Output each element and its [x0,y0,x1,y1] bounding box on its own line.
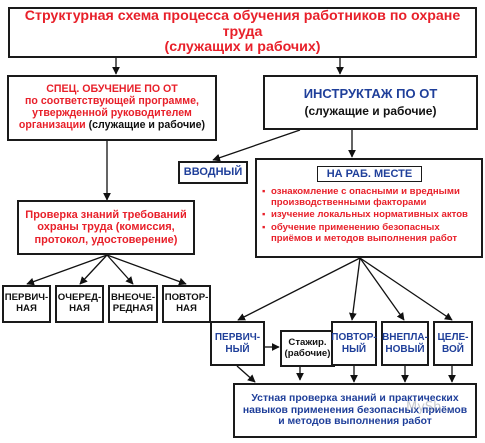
workplace-heading: НА РАБ. МЕСТЕ [316,166,423,182]
workplace-bullet: ознакомление с опасными и вредными произ… [262,186,477,208]
briefing-type-unscheduled: ВНЕПЛА- НОВЫЙ [381,321,429,366]
workplace-box: НА РАБ. МЕСТЕ ознакомление с опасными и … [255,158,483,258]
knowledge-check-line3: протокол, удостоверение) [34,233,178,246]
knowledge-check-line1: Проверка знаний требований [25,209,187,222]
internship-box: Стажир. (рабочие) [280,330,335,367]
special-training-workers: (служащие и рабочие) [85,118,206,131]
special-training-heading: СПЕЦ. ОБУЧЕНИЕ ПО ОТ [46,83,178,96]
special-training-line2: по соответствующей программе, [25,95,199,108]
workplace-bullet: обучение применению безопасных приёмов и… [262,222,477,244]
oral-check-line3: и методов выполнения работ [278,416,432,428]
briefing-type-repeated: ПОВТОР- НЫЙ [331,321,377,366]
oral-check-line1: Устная проверка знаний и практических [251,393,459,405]
knowledge-check-box: Проверка знаний требований охраны труда … [17,200,195,255]
check-type-extraordinary: ВНЕОЧЕ- РЕДНАЯ [108,285,158,323]
instruction-heading: ИНСТРУКТАЖ ПО ОТ [303,85,438,101]
diagram-title: Структурная схема процесса обучения рабо… [8,7,477,58]
check-type-repeated: ПОВТОР- НАЯ [162,285,211,323]
oral-check-box: Устная проверка знаний и практических на… [233,383,477,438]
diagram-title-line2: (служащих и рабочих) [164,39,321,56]
check-type-primary: ПЕРВИЧ- НАЯ [2,285,51,323]
instruction-box: ИНСТРУКТАЖ ПО ОТ (служащие и рабочие) [263,75,478,130]
knowledge-check-line2: охраны труда (комиссия, [37,221,175,234]
special-training-org: организации [18,118,86,131]
workplace-bullets: ознакомление с опасными и вредными произ… [262,186,477,245]
special-training-line3: утвержденной руководителем [32,107,192,119]
diagram-title-line1: Структурная схема процесса обучения рабо… [24,7,461,40]
oral-check-line2: навыков применения безопасных приёмов [242,404,468,416]
introductory-box: ВВОДНЫЙ [178,161,248,184]
check-type-regular: ОЧЕРЕД- НАЯ [55,285,104,323]
workplace-bullet: изучение локальных нормативных актов [262,210,477,221]
introductory-label: ВВОДНЫЙ [183,166,243,179]
watermark: MySh... [406,400,454,415]
instruction-subtitle: (служащие и рабочие) [304,104,437,119]
internship-line2: (рабочие) [284,347,331,359]
briefing-type-primary: ПЕРВИЧ- НЫЙ [210,321,265,366]
internship-line1: Стажир. [288,336,327,348]
special-training-box: СПЕЦ. ОБУЧЕНИЕ ПО ОТ по соответствующей … [7,75,217,141]
briefing-type-targeted: ЦЕЛЕ- ВОЙ [433,321,473,366]
